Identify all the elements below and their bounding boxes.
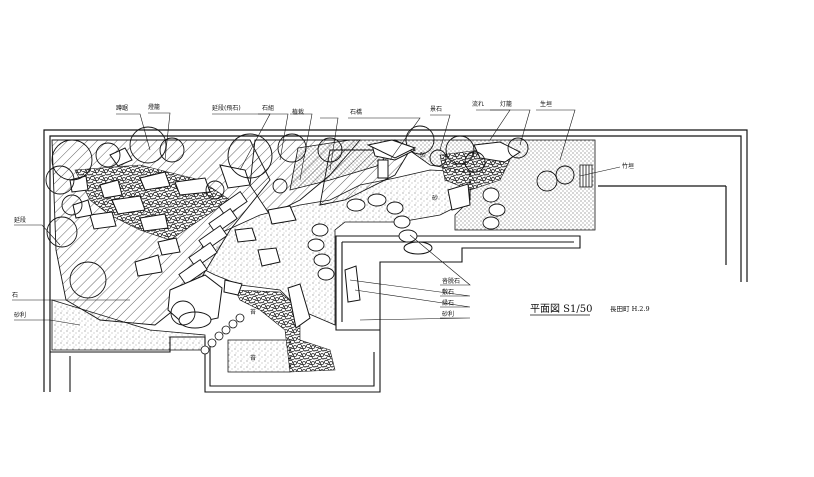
callout-label: 沓脱石 bbox=[442, 277, 460, 285]
callout-label: 燈籠 bbox=[148, 103, 160, 111]
callout-label: 延段(飛石) bbox=[212, 104, 241, 112]
callout-label: 蹲踞 bbox=[116, 104, 128, 112]
callout-label: 砂 bbox=[420, 151, 426, 159]
callout-label: 石 bbox=[12, 292, 18, 299]
callout-label: 苔 bbox=[250, 308, 256, 316]
callout-label: 敷石 bbox=[442, 288, 454, 296]
callouts-right: 沓脱石 敷石 縁石 砂利 bbox=[442, 277, 460, 318]
leader-lines bbox=[12, 109, 621, 326]
callout-label: 砂 bbox=[432, 194, 438, 202]
callouts-left: 延段 石 砂利 bbox=[12, 216, 26, 319]
bamboo-fence bbox=[579, 164, 593, 188]
callout-label: 石組 bbox=[262, 104, 274, 112]
edging-stones bbox=[200, 313, 245, 355]
callouts-top: 蹲踞 燈籠 延段(飛石) 石組 植栽 石橋 景石 流れ 灯籠 生垣 bbox=[116, 100, 552, 116]
callout-label: 竹垣 bbox=[622, 162, 634, 170]
callout-label: 砂利 bbox=[14, 311, 26, 319]
callout-label: 植栽 bbox=[292, 108, 304, 116]
drawing-title: 平面図 S1/50 bbox=[530, 303, 593, 315]
callout-label: 灯籠 bbox=[500, 100, 512, 108]
callout-label: 流れ bbox=[472, 100, 484, 108]
callouts-far-right: 竹垣 bbox=[622, 162, 634, 170]
stone-lantern bbox=[366, 139, 417, 179]
stepping-stone-path bbox=[178, 187, 506, 285]
callout-label: 延段 bbox=[14, 216, 26, 224]
callout-label: 縁石 bbox=[442, 299, 454, 307]
callout-label: 景石 bbox=[430, 106, 442, 113]
trees-and-shrubs bbox=[45, 125, 575, 326]
callouts-inner: 苔 砂 苔 砂 bbox=[250, 151, 438, 362]
callout-label: 石橋 bbox=[350, 108, 362, 116]
callout-label: 苔 bbox=[250, 354, 256, 362]
callout-label: 生垣 bbox=[540, 100, 552, 108]
drawing-signature: 長田町 H.2.9 bbox=[610, 305, 650, 313]
callout-label: 砂利 bbox=[442, 310, 454, 318]
property-boundary bbox=[43, 129, 748, 392]
